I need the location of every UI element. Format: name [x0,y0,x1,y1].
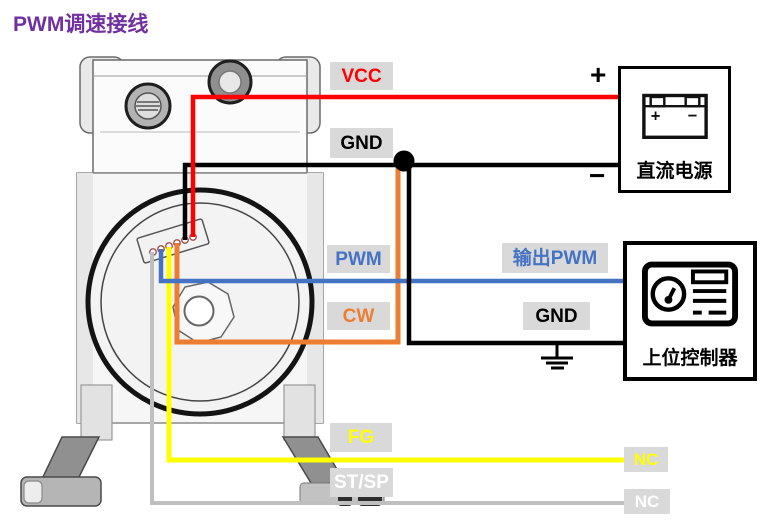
controller-box: 上位控制器 [623,241,757,381]
output-pwm-label: 输出PWM [502,243,608,273]
pwm-wire [158,249,625,284]
gnd-wire [182,162,620,240]
controller-label: 上位控制器 [642,348,738,369]
motor-gearbox [92,59,308,174]
minus-terminal-label: − [589,160,606,191]
page-title: PWM调速接线 [13,13,149,36]
motor-shaft-circle [183,295,215,327]
nc-fg-label: NC [624,447,668,472]
nc-stsp-label: NC [624,489,670,514]
battery-icon: + − [621,69,728,156]
cw-label: CW [327,302,390,330]
motor-right-leg [283,384,316,441]
vcc-label: VCC [330,62,393,90]
gnd-label: GND [330,128,393,158]
fg-label: FG [330,423,392,452]
plus-terminal-label: + [590,59,607,90]
motor-boss-circle [207,59,253,105]
motor-illustration [20,56,385,507]
gnd-drop-wire [406,165,625,346]
stsp-wire [150,252,626,505]
earth-ground-icon [541,343,573,370]
motor-left-foot [20,436,102,507]
junction-dot [393,150,415,172]
motor-screw-circle [124,82,172,130]
dc-power-box: + − 直流电源 [618,66,731,193]
motor-left-leg [80,384,113,441]
stsp-label: ST/SP [330,468,393,497]
dc-power-label: 直流电源 [636,161,713,182]
pwm-label: PWM [327,245,390,273]
cw-wire [174,163,401,345]
controller-panel-icon [627,245,753,343]
controller-gnd-label: GND [523,302,590,330]
battery-plus-sign: + [650,106,660,125]
vcc-wire [190,94,620,237]
fg-wire [166,247,626,463]
battery-minus-sign: − [687,105,697,124]
